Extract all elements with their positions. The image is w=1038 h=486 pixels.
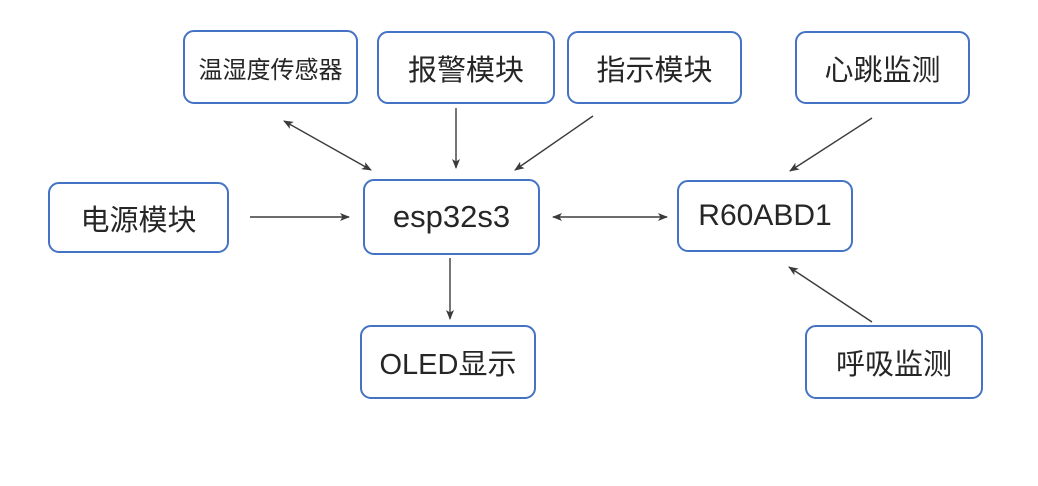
node-oled-display: OLED显示 [360,325,536,399]
node-temp-humidity-sensor: 温湿度传感器 [183,30,358,104]
node-label: 呼吸监测 [835,349,952,381]
node-label: R60ABD1 [698,199,832,232]
node-r60abd1: R60ABD1 [677,180,853,252]
edge-temp-esp32-bidirectional [283,120,372,171]
node-heartbeat-monitor: 心跳监测 [795,31,970,104]
node-indicator-module: 指示模块 [567,31,742,104]
edge-breathing-to-r60abd1 [788,266,873,323]
node-label: 温湿度传感器 [198,56,343,84]
node-label: 电源模块 [80,204,197,237]
node-power-module: 电源模块 [48,182,229,253]
node-label: 报警模块 [407,54,524,87]
edge-heartbeat-to-r60abd1 [789,117,873,172]
node-label: esp32s3 [392,199,511,234]
edge-indicator-to-esp32 [514,115,594,171]
node-breathing-monitor: 呼吸监测 [805,325,983,399]
node-label: 指示模块 [596,54,713,87]
node-esp32s3: esp32s3 [363,179,540,255]
node-label: OLED显示 [379,349,517,381]
node-label: 心跳监测 [824,54,941,87]
node-alarm-module: 报警模块 [377,31,555,104]
